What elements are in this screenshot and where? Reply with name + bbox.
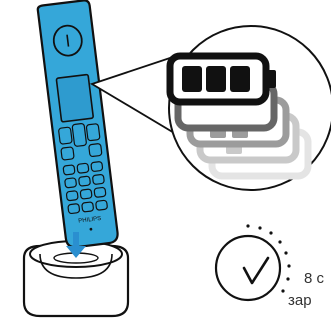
- handset-screen: [56, 74, 93, 122]
- end-key: [89, 143, 102, 156]
- battery-terminal: [266, 70, 276, 88]
- handset: PHILIPS: [37, 0, 118, 248]
- charge-label-text: зар: [288, 292, 312, 309]
- nav-key: [72, 123, 87, 146]
- talk-key: [61, 147, 74, 160]
- charge-time-text: 8 с: [304, 270, 324, 287]
- clock-icon: [216, 224, 291, 300]
- softkey-right: [86, 124, 100, 141]
- softkey-left: [58, 127, 72, 144]
- battery-full-bars: [182, 66, 250, 92]
